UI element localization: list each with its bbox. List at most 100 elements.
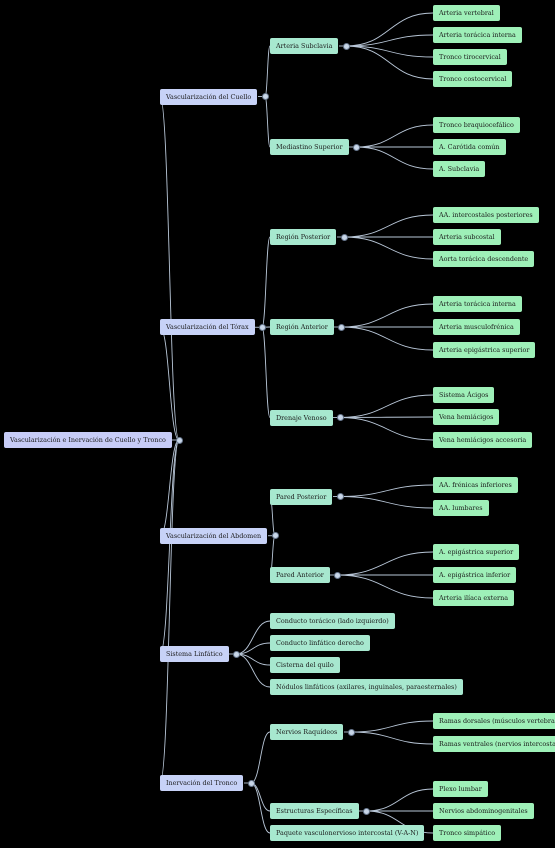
collapse-toggle-icon[interactable] (175, 436, 183, 444)
link-vena-hemiacigos-accesoria (339, 417, 434, 441)
node-region-anterior[interactable]: Región Anterior (270, 319, 334, 335)
node-label: Plexo lumbar (439, 785, 482, 793)
node-label: Cisterna del quilo (276, 661, 334, 669)
collapse-toggle-icon[interactable] (337, 323, 345, 331)
node-label: Vascularización del Abdomen (166, 531, 262, 540)
node-label: Tronco simpático (439, 829, 496, 837)
collapse-toggle-icon[interactable] (342, 42, 350, 50)
node-label: Vena hemiácigos accesoria (439, 436, 527, 444)
node-mediastino-superior[interactable]: Mediastino Superior (270, 139, 349, 155)
node-arteria-musculofrenica[interactable]: Arteria musculofrénica (433, 319, 520, 335)
collapse-toggle-icon[interactable] (247, 779, 255, 787)
collapse-toggle-icon[interactable] (362, 807, 370, 815)
node-arteria-vertebral[interactable]: Arteria vertebral (433, 5, 500, 21)
node-arteria-toracica-interna[interactable]: Arteria torácica interna (433, 27, 522, 43)
node-estructuras-especificas[interactable]: Estructuras Específicas (270, 803, 359, 819)
node-nodulos-linfaticos-axilares-inguinales-paraesternales[interactable]: Nódulos linfáticos (axilares, inguinales… (270, 679, 463, 695)
node-sistema-linfatico[interactable]: Sistema Linfático (160, 646, 229, 662)
node-aorta-toracica-descendente[interactable]: Aorta torácica descendente (433, 251, 535, 267)
node-label: Nervios Raquídeos (276, 728, 338, 736)
collapse-toggle-icon[interactable] (352, 143, 360, 151)
node-label: Inervación del Tronco (166, 779, 238, 787)
collapse-toggle-icon[interactable] (336, 414, 344, 421)
node-label: Arteria Subclavia (276, 42, 333, 50)
node-arteria-epigastrica-superior[interactable]: Arteria epigástrica superior (433, 342, 536, 358)
node-label: A. Subclavia (439, 165, 480, 173)
node-pared-anterior[interactable]: Pared Anterior (270, 567, 330, 583)
collapse-toggle-icon[interactable] (232, 650, 240, 658)
link-drenaje-venoso (261, 326, 271, 418)
collapse-toggle-icon[interactable] (347, 728, 355, 736)
node-label: Vascularización del Tórax (166, 323, 249, 332)
node-tronco-costocervical[interactable]: Tronco costocervical (433, 71, 513, 87)
link-aa-lumbares (339, 496, 434, 509)
node-a-carotida-comun[interactable]: A. Carótida común (433, 139, 506, 155)
node-nervios-abdominogenitales[interactable]: Nervios abdominogenitales (433, 803, 534, 819)
node-label: Mediastino Superior (276, 143, 343, 151)
collapse-toggle-icon[interactable] (271, 532, 279, 540)
node-a-epigastrica-superior[interactable]: A. epigástrica superior (433, 544, 520, 560)
node-nervios-raquideos[interactable]: Nervios Raquídeos (270, 724, 344, 740)
node-tronco-braquiocefalico[interactable]: Tronco braquiocefálico (433, 117, 520, 133)
node-pared-posterior[interactable]: Pared Posterior (270, 488, 333, 505)
node-label: A. epigástrica superior (439, 548, 514, 556)
node-label: Vascularización del Cuello (166, 92, 252, 101)
link-plexo-lumbar (365, 788, 434, 812)
node-aa-frenicas-inferiores[interactable]: AA. frénicas inferiores (433, 477, 518, 493)
node-conducto-linfatico-derecho[interactable]: Conducto linfático derecho (270, 635, 370, 651)
node-vena-hemiacigos-accesoria[interactable]: Vena hemiácigos accesoria (433, 432, 533, 448)
node-label: Conducto linfático derecho (276, 639, 364, 647)
node-label: Paquete vasculonervioso intercostal (V-A… (276, 829, 419, 837)
collapse-toggle-icon[interactable] (261, 93, 269, 100)
link-region-posterior (261, 236, 271, 328)
collapse-toggle-icon[interactable] (340, 233, 348, 241)
node-aa-intercostales-posteriores[interactable]: AA. intercostales posteriores (433, 207, 539, 223)
node-label: Conducto torácico (lado izquierdo) (276, 617, 389, 625)
link-sistema-linfatico (159, 439, 180, 655)
node-arteria-subcostal[interactable]: Arteria subcostal (433, 229, 501, 245)
node-plexo-lumbar[interactable]: Plexo lumbar (433, 781, 488, 797)
node-vena-hemiacigos[interactable]: Vena hemiácigos (433, 409, 500, 425)
collapse-toggle-icon[interactable] (258, 323, 266, 331)
node-conducto-toracico-lado-izquierdo[interactable]: Conducto torácico (lado izquierdo) (270, 613, 395, 629)
node-vascularizacion-del-abdomen[interactable]: Vascularización del Abdomen (160, 527, 268, 544)
node-arteria-toracica-interna[interactable]: Arteria torácica interna (433, 296, 522, 312)
link-aa-intercostales-posteriores (343, 214, 434, 238)
node-label: A. Carótida común (439, 143, 500, 151)
link-inervacion-del-tronco (159, 439, 180, 784)
node-label: Estructuras Específicas (276, 807, 353, 815)
link-arteria-toracica-interna (340, 303, 434, 328)
node-tronco-tirocervical[interactable]: Tronco tirocervical (433, 49, 507, 65)
node-label: Arteria torácica interna (439, 31, 516, 39)
node-vascularizacion-e-inervacion-de-cuello-y-tronco[interactable]: Vascularización e Inervación de Cuello y… (4, 432, 172, 448)
link-conducto-toracico-lado-izquierdo (235, 620, 271, 655)
node-sistema-acigos[interactable]: Sistema Ácigos (433, 387, 495, 403)
node-inervacion-del-tronco[interactable]: Inervación del Tronco (160, 775, 244, 791)
node-vascularizacion-del-cuello[interactable]: Vascularización del Cuello (160, 88, 258, 105)
node-paquete-vasculonervioso-intercostal-v-a-n[interactable]: Paquete vasculonervioso intercostal (V-A… (270, 825, 425, 841)
node-arteria-iliaca-externa[interactable]: Arteria ilíaca externa (433, 590, 515, 606)
node-drenaje-venoso[interactable]: Drenaje Venoso (270, 409, 333, 426)
node-label: Tronco tirocervical (439, 53, 501, 61)
node-ramas-dorsales-musculos-vertebrales[interactable]: Ramas dorsales (músculos vertebrales) (433, 713, 555, 729)
node-a-subclavia[interactable]: A. Subclavia (433, 161, 486, 177)
node-label: Región Posterior (276, 233, 331, 241)
node-cisterna-del-quilo[interactable]: Cisterna del quilo (270, 657, 340, 673)
node-label: Pared Anterior (276, 571, 324, 579)
node-label: Ramas dorsales (músculos vertebrales) (439, 717, 555, 725)
node-label: A. epigástrica inferior (439, 571, 511, 579)
node-a-epigastrica-inferior[interactable]: A. epigástrica inferior (433, 567, 517, 583)
node-region-posterior[interactable]: Región Posterior (270, 229, 337, 245)
node-ramas-ventrales-nervios-intercostales[interactable]: Ramas ventrales (nervios intercostales) (433, 736, 555, 752)
link-ramas-ventrales-nervios-intercostales (350, 731, 434, 745)
node-label: Aorta torácica descendente (439, 255, 529, 263)
node-arteria-subclavia[interactable]: Arteria Subclavia (270, 38, 339, 54)
node-label: Arteria vertebral (439, 9, 494, 17)
node-label: Nódulos linfáticos (axilares, inguinales… (276, 683, 457, 691)
node-aa-lumbares[interactable]: AA. lumbares (433, 500, 489, 516)
node-vascularizacion-del-torax[interactable]: Vascularización del Tórax (160, 319, 255, 336)
node-tronco-simpatico[interactable]: Tronco simpático (433, 825, 502, 841)
collapse-toggle-icon[interactable] (333, 571, 341, 579)
collapse-toggle-icon[interactable] (336, 493, 344, 500)
node-label: Vascularización e Inervación de Cuello y… (10, 436, 166, 444)
